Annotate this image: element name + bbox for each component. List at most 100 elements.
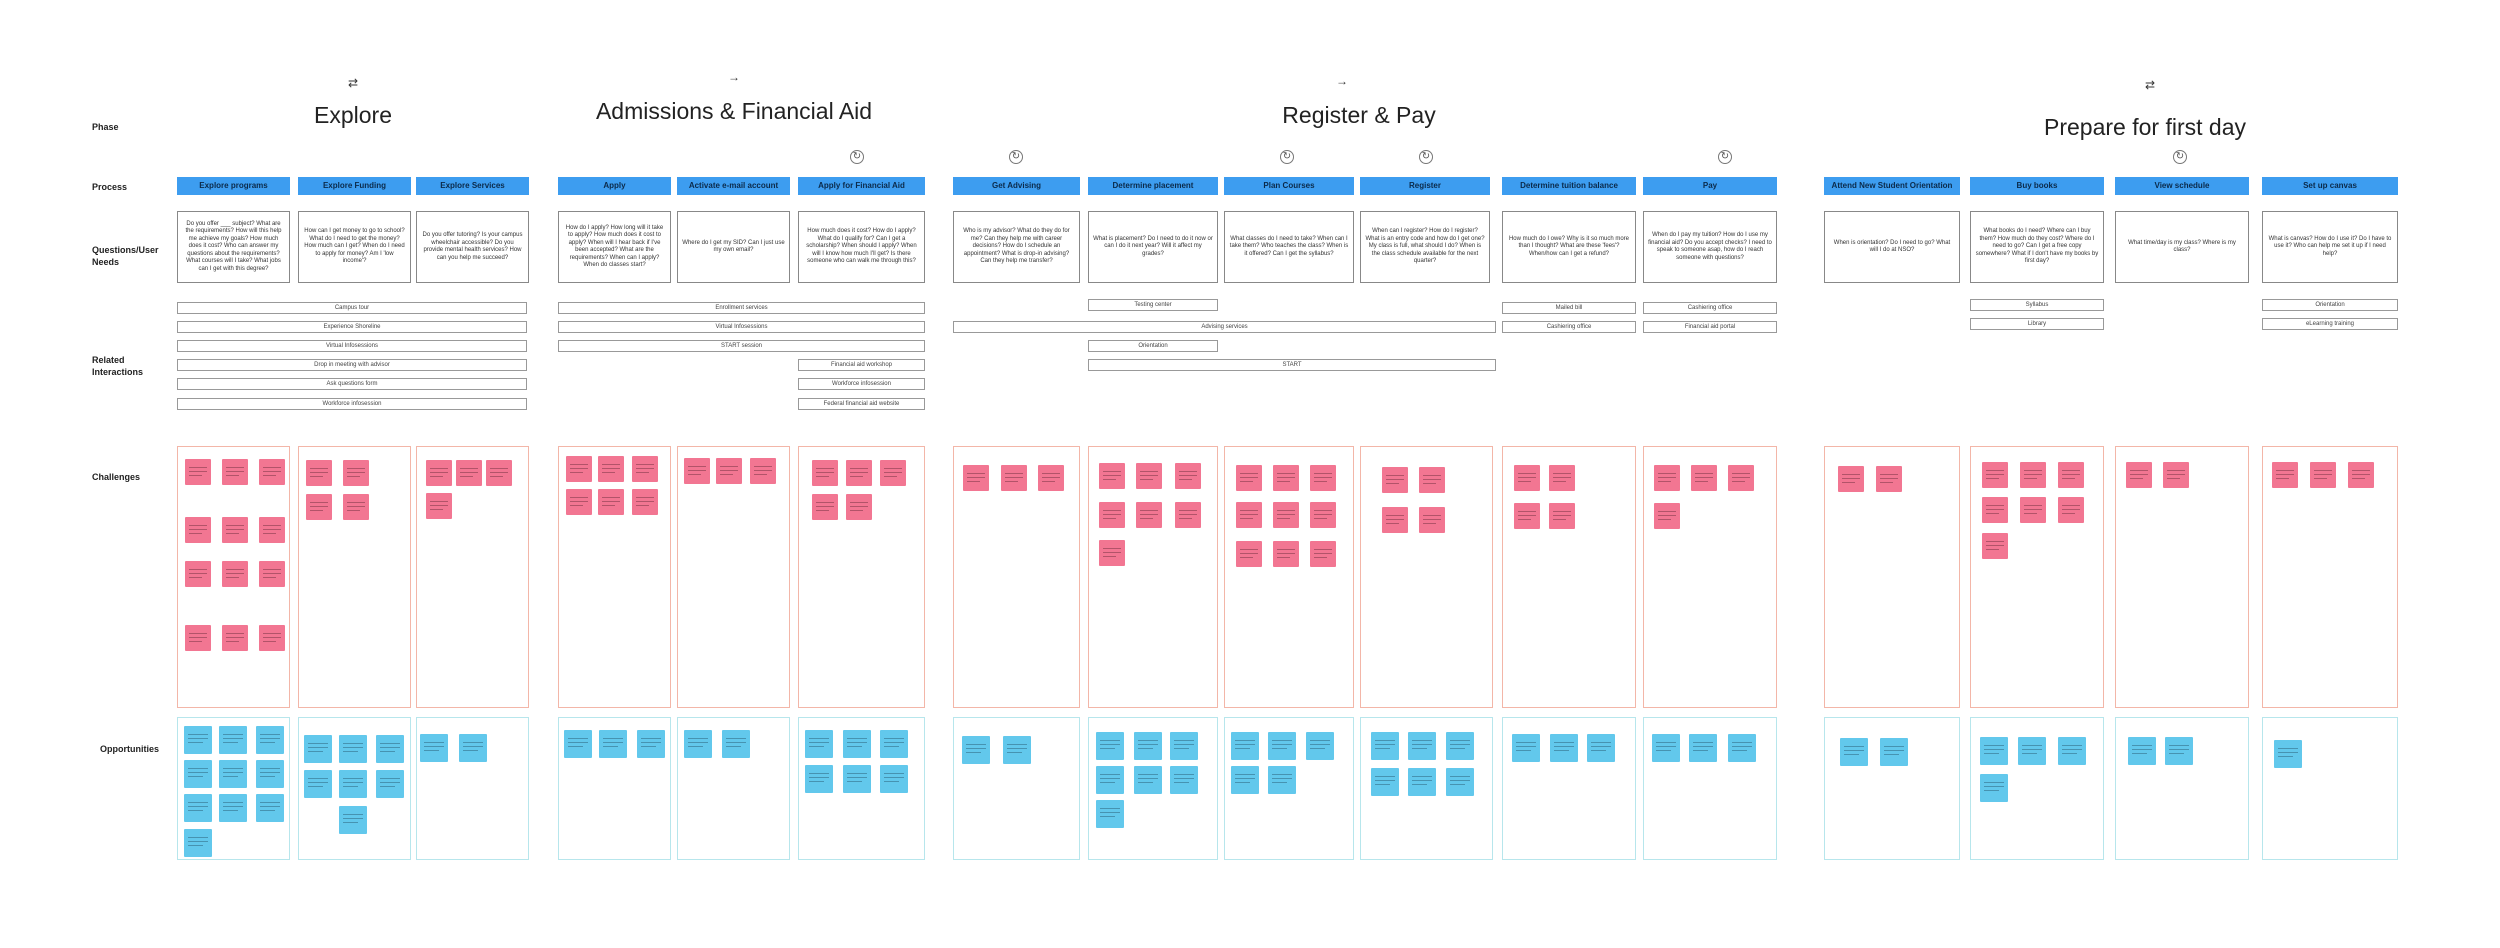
challenge-sticky-note[interactable]: [1175, 463, 1201, 489]
opportunity-sticky-note[interactable]: [420, 734, 448, 762]
challenge-sticky-note[interactable]: [486, 460, 512, 486]
challenge-sticky-note[interactable]: [1310, 465, 1336, 491]
challenge-sticky-note[interactable]: [456, 460, 482, 486]
opportunity-sticky-note[interactable]: [376, 735, 404, 763]
opportunity-sticky-note[interactable]: [376, 770, 404, 798]
opportunity-sticky-note[interactable]: [1268, 766, 1296, 794]
challenge-sticky-note[interactable]: [812, 460, 838, 486]
opportunity-sticky-note[interactable]: [339, 806, 367, 834]
challenge-sticky-note[interactable]: [1728, 465, 1754, 491]
opportunity-sticky-note[interactable]: [722, 730, 750, 758]
challenge-sticky-note[interactable]: [598, 456, 624, 482]
challenge-sticky-note[interactable]: [185, 517, 211, 543]
challenge-sticky-note[interactable]: [1982, 533, 2008, 559]
challenge-sticky-note[interactable]: [2310, 462, 2336, 488]
challenge-sticky-note[interactable]: [1038, 465, 1064, 491]
opportunity-sticky-note[interactable]: [219, 726, 247, 754]
challenge-sticky-note[interactable]: [185, 459, 211, 485]
challenge-sticky-note[interactable]: [1419, 507, 1445, 533]
challenge-sticky-note[interactable]: [259, 459, 285, 485]
challenge-sticky-note[interactable]: [1001, 465, 1027, 491]
opportunity-sticky-note[interactable]: [599, 730, 627, 758]
opportunity-sticky-note[interactable]: [459, 734, 487, 762]
challenge-sticky-note[interactable]: [259, 517, 285, 543]
opportunity-sticky-note[interactable]: [1231, 732, 1259, 760]
opportunity-sticky-note[interactable]: [1980, 774, 2008, 802]
opportunity-sticky-note[interactable]: [1231, 766, 1259, 794]
opportunity-sticky-note[interactable]: [184, 794, 212, 822]
opportunity-sticky-note[interactable]: [1550, 734, 1578, 762]
challenge-sticky-note[interactable]: [2348, 462, 2374, 488]
opportunity-sticky-note[interactable]: [880, 765, 908, 793]
challenge-sticky-note[interactable]: [598, 489, 624, 515]
challenge-sticky-note[interactable]: [343, 494, 369, 520]
opportunity-sticky-note[interactable]: [2274, 740, 2302, 768]
challenge-sticky-note[interactable]: [222, 625, 248, 651]
opportunity-sticky-note[interactable]: [564, 730, 592, 758]
opportunity-sticky-note[interactable]: [805, 730, 833, 758]
challenge-sticky-note[interactable]: [1549, 465, 1575, 491]
opportunity-sticky-note[interactable]: [219, 760, 247, 788]
opportunity-sticky-note[interactable]: [1689, 734, 1717, 762]
challenge-sticky-note[interactable]: [1876, 466, 1902, 492]
challenge-sticky-note[interactable]: [1514, 503, 1540, 529]
opportunity-sticky-note[interactable]: [843, 730, 871, 758]
challenge-sticky-note[interactable]: [1099, 463, 1125, 489]
opportunity-sticky-note[interactable]: [843, 765, 871, 793]
challenge-sticky-note[interactable]: [1136, 502, 1162, 528]
opportunity-sticky-note[interactable]: [805, 765, 833, 793]
sync-icon[interactable]: ↻: [1718, 150, 1732, 164]
challenge-sticky-note[interactable]: [259, 561, 285, 587]
opportunity-sticky-note[interactable]: [1587, 734, 1615, 762]
opportunity-sticky-note[interactable]: [1134, 766, 1162, 794]
challenge-sticky-note[interactable]: [812, 494, 838, 520]
challenge-sticky-note[interactable]: [1273, 502, 1299, 528]
challenge-sticky-note[interactable]: [1982, 462, 2008, 488]
challenge-sticky-note[interactable]: [1654, 503, 1680, 529]
challenge-sticky-note[interactable]: [1273, 465, 1299, 491]
opportunity-sticky-note[interactable]: [304, 770, 332, 798]
opportunity-sticky-note[interactable]: [1306, 732, 1334, 760]
challenge-sticky-note[interactable]: [1175, 502, 1201, 528]
opportunity-sticky-note[interactable]: [684, 730, 712, 758]
challenge-sticky-note[interactable]: [566, 456, 592, 482]
challenge-sticky-note[interactable]: [566, 489, 592, 515]
challenge-sticky-note[interactable]: [632, 456, 658, 482]
opportunity-sticky-note[interactable]: [1096, 732, 1124, 760]
challenge-sticky-note[interactable]: [1236, 541, 1262, 567]
challenge-sticky-note[interactable]: [185, 625, 211, 651]
challenge-sticky-note[interactable]: [222, 459, 248, 485]
opportunity-sticky-note[interactable]: [184, 829, 212, 857]
opportunity-sticky-note[interactable]: [304, 735, 332, 763]
challenge-sticky-note[interactable]: [426, 493, 452, 519]
opportunity-sticky-note[interactable]: [1003, 736, 1031, 764]
opportunity-sticky-note[interactable]: [219, 794, 247, 822]
challenge-sticky-note[interactable]: [684, 458, 710, 484]
challenge-sticky-note[interactable]: [1419, 467, 1445, 493]
opportunity-sticky-note[interactable]: [962, 736, 990, 764]
opportunity-sticky-note[interactable]: [184, 760, 212, 788]
opportunity-sticky-note[interactable]: [2128, 737, 2156, 765]
opportunity-sticky-note[interactable]: [1134, 732, 1162, 760]
opportunity-sticky-note[interactable]: [1096, 800, 1124, 828]
challenge-sticky-note[interactable]: [2126, 462, 2152, 488]
challenge-sticky-note[interactable]: [1310, 502, 1336, 528]
challenge-sticky-note[interactable]: [880, 460, 906, 486]
challenge-sticky-note[interactable]: [222, 561, 248, 587]
opportunity-sticky-note[interactable]: [1096, 766, 1124, 794]
challenge-sticky-note[interactable]: [2272, 462, 2298, 488]
challenge-sticky-note[interactable]: [222, 517, 248, 543]
challenge-sticky-note[interactable]: [185, 561, 211, 587]
challenge-sticky-note[interactable]: [716, 458, 742, 484]
opportunity-sticky-note[interactable]: [1371, 768, 1399, 796]
opportunity-sticky-note[interactable]: [256, 760, 284, 788]
opportunity-sticky-note[interactable]: [184, 726, 212, 754]
challenge-sticky-note[interactable]: [1273, 541, 1299, 567]
opportunity-sticky-note[interactable]: [256, 794, 284, 822]
opportunity-sticky-note[interactable]: [339, 735, 367, 763]
sync-icon[interactable]: ↻: [1280, 150, 1294, 164]
opportunity-sticky-note[interactable]: [637, 730, 665, 758]
sync-icon[interactable]: ↻: [1009, 150, 1023, 164]
challenge-sticky-note[interactable]: [963, 465, 989, 491]
challenge-sticky-note[interactable]: [846, 460, 872, 486]
